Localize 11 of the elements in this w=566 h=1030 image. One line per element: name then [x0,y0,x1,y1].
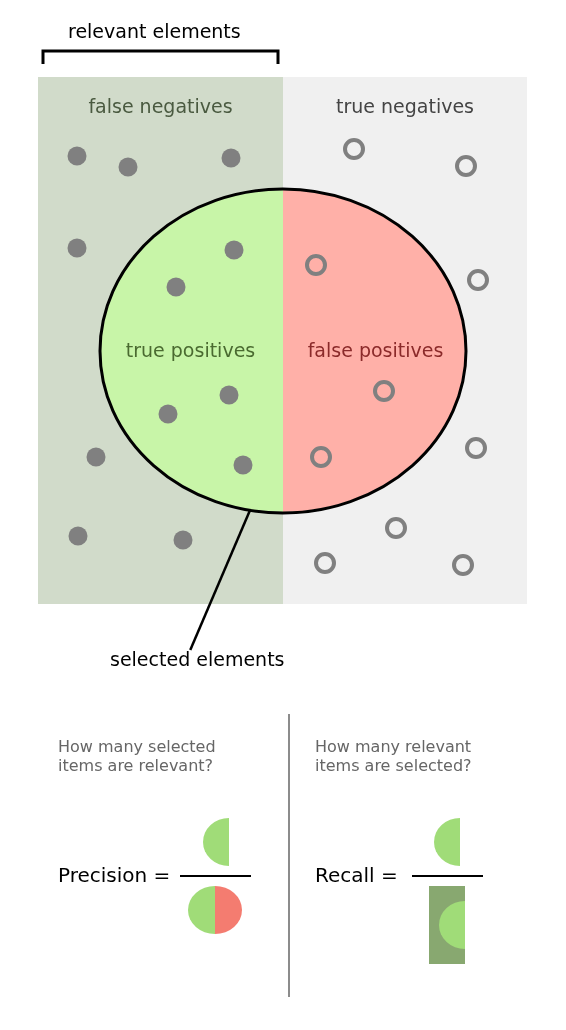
region-label: true positives [124,339,257,361]
formula-label: Recall = [315,863,398,887]
region-label: false positives [306,339,445,361]
question-text: How many selected items are relevant? [58,737,217,776]
caption-text: selected elements [110,648,285,670]
formula-label: Precision = [58,863,171,887]
bracket-label: relevant elements [68,20,241,43]
question-text: How many relevant items are selected? [315,737,473,776]
region-label: true negatives [335,95,475,117]
leader-line [189,509,252,651]
region-label: false negatives [87,95,234,117]
